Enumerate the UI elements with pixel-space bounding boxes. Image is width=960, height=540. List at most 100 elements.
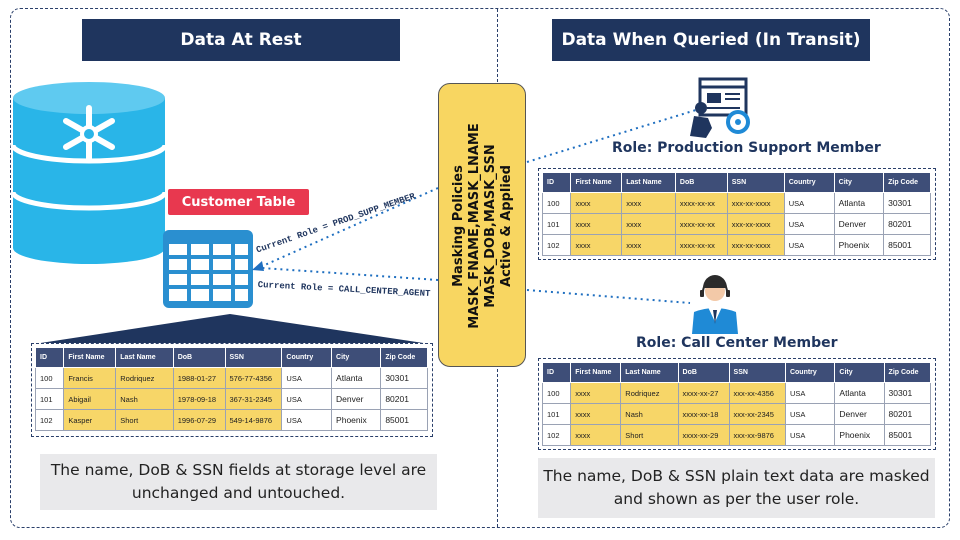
table-cell: xxx-xx-9876 — [728, 424, 786, 446]
connector-call — [526, 289, 691, 304]
table-cell: Denver — [833, 213, 885, 235]
column-header: City — [833, 172, 885, 193]
table-cell: Rodriquez — [620, 382, 679, 404]
policy-line-1: Masking Policies — [451, 165, 466, 287]
column-header: Last Name — [620, 362, 679, 383]
snowflake-database-icon — [10, 82, 168, 264]
table-cell: 30301 — [380, 367, 428, 389]
table-cell: 367-31-2345 — [224, 388, 283, 410]
table-cell: 85001 — [883, 424, 932, 446]
table-cell: Denver — [331, 388, 382, 410]
table-cell: Denver — [834, 403, 885, 425]
table-cell: xxx-xx-2345 — [728, 403, 786, 425]
table-grid-icon — [163, 230, 253, 308]
table-cell: xxxx — [621, 192, 676, 214]
table-cell: Atlanta — [833, 192, 885, 214]
masking-policy-box: Masking Policies MASK_FNAME,MASK_LNAME M… — [438, 83, 526, 367]
role-label-prod: Role: Production Support Member — [612, 140, 881, 156]
table-cell: xxx-xx-xxxx — [726, 192, 785, 214]
table-cell: 30301 — [883, 382, 932, 404]
masking-policy-text: Masking Policies MASK_FNAME,MASK_LNAME M… — [451, 86, 515, 366]
diagram-frame — [10, 8, 950, 528]
column-header: City — [331, 347, 382, 368]
column-header: SSN — [726, 172, 785, 193]
table-cell: xxxx-xx-29 — [677, 424, 730, 446]
note-at-rest: The name, DoB & SSN fields at storage le… — [40, 454, 437, 510]
table-cell: USA — [784, 403, 836, 425]
table-cell: 1978-09-18 — [172, 388, 226, 410]
header-data-in-transit: Data When Queried (In Transit) — [552, 19, 870, 61]
call-center-agent-icon — [692, 275, 738, 334]
table-cell: xxxx-xx-xx — [674, 192, 728, 214]
table-cell: Kasper — [63, 409, 117, 431]
table-cell: 80201 — [883, 213, 931, 235]
table-cell: xxxx — [621, 213, 676, 235]
table-cell: xxx-xx-xxxx — [726, 234, 785, 256]
table-cell: 101 — [34, 388, 65, 410]
table-cell: 101 — [541, 403, 572, 425]
table-cell: Rodriquez — [115, 367, 174, 389]
column-header: DoB — [172, 347, 226, 368]
table-cell: xxx-xx-xxxx — [726, 213, 785, 235]
table-cell: 102 — [541, 424, 572, 446]
column-header: Country — [783, 172, 835, 193]
table-cell: Nash — [620, 403, 679, 425]
table-cell: USA — [281, 367, 333, 389]
table-cell: Atlanta — [834, 382, 885, 404]
column-header: ID — [34, 347, 65, 368]
arrow-line-call — [261, 267, 439, 281]
table-cell: USA — [784, 382, 836, 404]
header-data-at-rest: Data At Rest — [82, 19, 400, 61]
table-cell: xxxx — [570, 382, 622, 404]
table-cell: 85001 — [380, 409, 428, 431]
column-header: Zip Code — [380, 347, 428, 368]
column-header: SSN — [728, 362, 786, 383]
role-label-call: Role: Call Center Member — [636, 335, 838, 351]
table-cell: xxxx-xx-xx — [674, 213, 728, 235]
table-cell: 80201 — [380, 388, 428, 410]
column-header: Last Name — [621, 172, 676, 193]
table-cell: Short — [115, 409, 174, 431]
column-header: Country — [784, 362, 836, 383]
table-cell: USA — [281, 409, 333, 431]
table-cell: 100 — [541, 382, 572, 404]
table-cell: 100 — [541, 192, 572, 214]
table-cell: Phoenix — [833, 234, 885, 256]
column-header: DoB — [677, 362, 730, 383]
table-cell: USA — [783, 234, 835, 256]
table-cell: xxxx-xx-18 — [677, 403, 730, 425]
table-cell: 102 — [34, 409, 65, 431]
table-cell: 80201 — [883, 403, 932, 425]
table-cell: 101 — [541, 213, 572, 235]
column-header: Last Name — [115, 347, 174, 368]
table-cell: USA — [783, 213, 835, 235]
column-header: ID — [541, 172, 572, 193]
table-cell: USA — [784, 424, 836, 446]
column-header: Zip Code — [883, 172, 931, 193]
table-cell: Atlanta — [331, 367, 382, 389]
note-in-transit: The name, DoB & SSN plain text data are … — [538, 458, 935, 518]
table-cell: USA — [783, 192, 835, 214]
table-cell: xxxx — [570, 234, 623, 256]
column-header: First Name — [570, 362, 622, 383]
table-cell: Francis — [63, 367, 117, 389]
customer-table-badge: Customer Table — [168, 189, 309, 215]
table-cell: 30301 — [883, 192, 931, 214]
table-cell: USA — [281, 388, 333, 410]
column-header: First Name — [570, 172, 623, 193]
